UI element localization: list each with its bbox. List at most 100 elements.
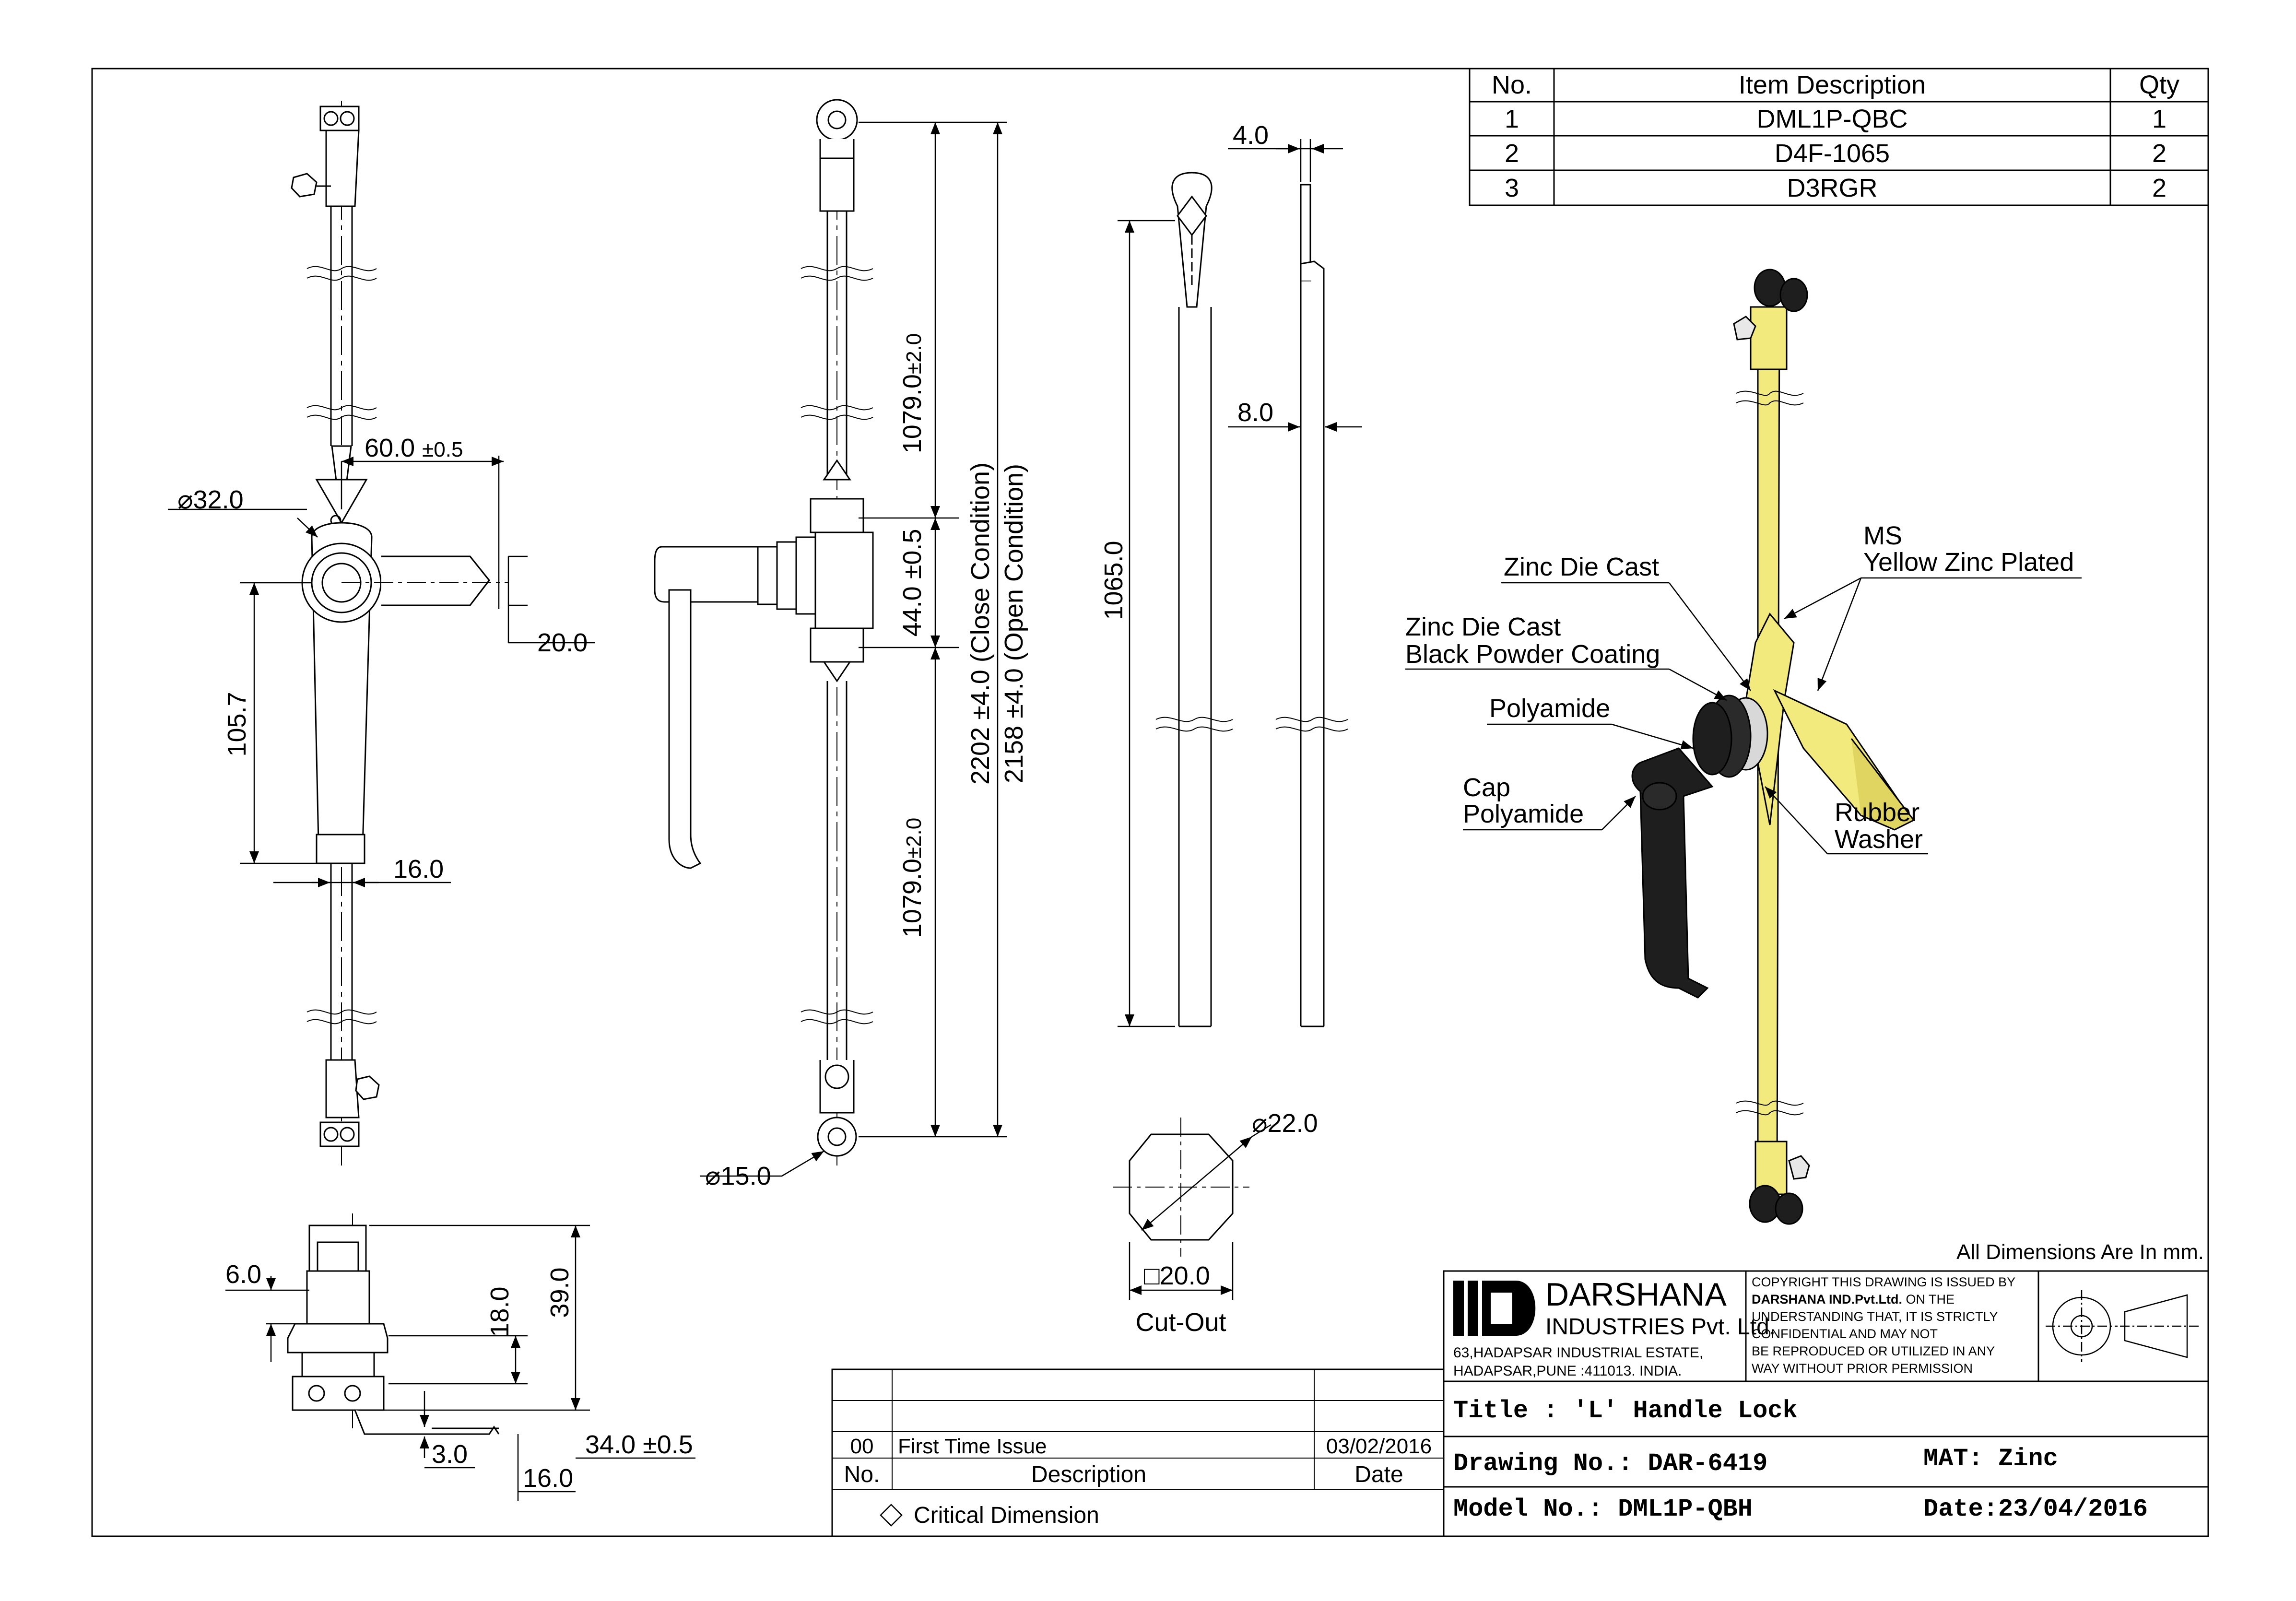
bom-row-1-desc: DML1P-QBC xyxy=(1756,105,1907,133)
isometric-callouts: MS Yellow Zinc Plated Zinc Die Cast Zinc… xyxy=(1405,521,2074,854)
company-sub: INDUSTRIES Pvt. Ltd. xyxy=(1545,1314,1776,1340)
critical-dimension-note: Critical Dimension xyxy=(914,1503,1099,1528)
dim-dia-32: 32.0 xyxy=(193,485,244,514)
company-logo xyxy=(1453,1281,1536,1336)
cutout-label: Cut-Out xyxy=(1135,1308,1226,1337)
dim-width-60: 60.0 xyxy=(365,434,415,462)
revision-block: 00 First Time Issue 03/02/2016 No. Descr… xyxy=(831,1368,1445,1537)
dim-height-1079-top-tol: ±2.0 xyxy=(902,333,926,374)
material: MAT: Zinc xyxy=(1923,1445,2058,1473)
dim-thickness-4: 4.0 xyxy=(1233,121,1269,150)
dim-total-open: 2158 ±4.0 (Open Condition) xyxy=(1000,464,1028,783)
svg-text:1079.0±2.0: 1079.0±2.0 xyxy=(898,818,927,938)
dim-height-105: 105.7 xyxy=(223,692,251,756)
bom-row-3-qty: 2 xyxy=(2152,174,2166,202)
revision-header-desc: Description xyxy=(1031,1462,1146,1487)
callout-washer: Washer xyxy=(1835,825,1923,854)
iso-top-fitting xyxy=(1750,306,1788,370)
callout-cap: Cap xyxy=(1463,773,1510,802)
bom-row-1-qty: 1 xyxy=(2152,105,2166,133)
callout-polyamide: Polyamide xyxy=(1489,694,1610,723)
callout-yellow-zinc: Yellow Zinc Plated xyxy=(1863,548,2074,577)
front-view-dim-text: ⌀32.0 60.0 ±0.5 20.0 105.7 16.0 xyxy=(177,434,588,883)
dim-square-20: 20.0 xyxy=(1160,1261,1210,1290)
drawing-number: Drawing No.: DAR-6419 xyxy=(1453,1449,1767,1478)
projection-symbol xyxy=(2046,1290,2202,1362)
callout-cap-polyamide: Polyamide xyxy=(1463,800,1584,828)
dim-dia-22: 22.0 xyxy=(1268,1109,1318,1138)
units-note: All Dimensions Are In mm. xyxy=(1956,1240,2204,1264)
dim-height-44: 44.0 ±0.5 xyxy=(898,529,927,637)
dim-height-1079-bottom: 1079.0 xyxy=(898,859,927,938)
callout-ms: MS xyxy=(1863,521,1902,550)
callout-black-powder: Black Powder Coating xyxy=(1405,640,1660,669)
dim-height-1079-top: 1079.0 xyxy=(898,374,927,453)
dim-width-60-tol: ±0.5 xyxy=(422,438,463,461)
side-view xyxy=(654,99,874,1165)
drawing-title: Title : 'L' Handle Lock xyxy=(1453,1397,1798,1425)
company-address-2: HADAPSAR,PUNE :411013. INDIA. xyxy=(1453,1363,1682,1379)
callout-rubber: Rubber xyxy=(1835,798,1919,827)
bom-table: No. Item Description Qty 1 DML1P-QBC 1 2… xyxy=(1469,68,2209,206)
company-name: DARSHANA xyxy=(1545,1276,1727,1313)
svg-text:UNDERSTANDING THAT, IT IS STRI: UNDERSTANDING THAT, IT IS STRICTLY xyxy=(1752,1309,1998,1324)
bom-row-3-no: 3 xyxy=(1505,174,1519,202)
revision-header-no: No. xyxy=(844,1462,880,1487)
dim-width-8: 8.0 xyxy=(1237,398,1273,427)
bom-row-3-desc: D3RGR xyxy=(1787,174,1877,202)
critical-diamond-icon xyxy=(880,1504,903,1527)
drawing-date: Date:23/04/2016 xyxy=(1923,1495,2148,1523)
svg-text:COPYRIGHT THIS DRAWING IS ISSU: COPYRIGHT THIS DRAWING IS ISSUED BY xyxy=(1752,1275,2015,1289)
svg-text:1079.0±2.0: 1079.0±2.0 xyxy=(898,333,927,454)
svg-text:⌀32.0: ⌀32.0 xyxy=(177,485,244,514)
dim-dia-15: 15.0 xyxy=(721,1162,771,1190)
rod-detail-view xyxy=(1155,172,1348,1027)
company-address-1: 63,HADAPSAR INDUSTRIAL ESTATE, xyxy=(1453,1345,1703,1361)
svg-text:BE REPRODUCED OR UTILIZED IN A: BE REPRODUCED OR UTILIZED IN ANY xyxy=(1752,1344,1995,1358)
copyright-notice: COPYRIGHT THIS DRAWING IS ISSUED BY DARS… xyxy=(1752,1275,2015,1376)
rod-detail-dimensions xyxy=(1118,139,1362,1027)
revision-row-no: 00 xyxy=(850,1435,874,1458)
dim-6: 6.0 xyxy=(225,1260,261,1289)
model-number: Model No.: DML1P-QBH xyxy=(1453,1495,1753,1523)
svg-text:CONFIDENTIAL AND MAY NOT: CONFIDENTIAL AND MAY NOT xyxy=(1752,1327,1938,1341)
isometric-leaders xyxy=(1405,577,2082,855)
bom-row-2-qty: 2 xyxy=(2152,139,2166,168)
cutout-view xyxy=(1113,1118,1272,1300)
front-view-dimensions xyxy=(168,456,595,887)
bom-row-1-no: 1 xyxy=(1505,105,1519,133)
bom-row-2-desc: D4F-1065 xyxy=(1775,139,1890,168)
bom-row-2-no: 2 xyxy=(1505,139,1519,168)
dim-34: 34.0 ±0.5 xyxy=(585,1430,693,1459)
dim-width-20: 20.0 xyxy=(537,628,588,657)
revision-header-date: Date xyxy=(1354,1462,1403,1487)
bottom-view-dim-text: 6.0 18.0 39.0 3.0 16.0 34.0 ±0.5 xyxy=(225,1260,693,1493)
bottom-view-dimensions xyxy=(225,1224,695,1501)
dim-3: 3.0 xyxy=(432,1440,468,1469)
cutout-dim-text: ⌀22.0 □20.0 Cut-Out xyxy=(1135,1109,1318,1337)
bom-header-desc: Item Description xyxy=(1739,71,1926,99)
dim-height-1079-bottom-tol: ±2.0 xyxy=(902,818,926,859)
bom-header-no: No. xyxy=(1492,71,1532,99)
isometric-view xyxy=(1631,269,1915,1225)
svg-text:⌀22.0: ⌀22.0 xyxy=(1252,1109,1318,1138)
iso-pivot xyxy=(1745,612,1795,825)
bom-header-qty: Qty xyxy=(2139,71,2179,99)
callout-zinc-die-cast-2: Zinc Die Cast xyxy=(1405,612,1561,641)
revision-row-desc: First Time Issue xyxy=(898,1435,1047,1458)
dim-18: 18.0 xyxy=(485,1286,514,1337)
callout-zinc-die-cast: Zinc Die Cast xyxy=(1504,553,1659,581)
side-view-dim-text: 1079.0±2.0 44.0 ±0.5 1079.0±2.0 2202 ±4.… xyxy=(705,333,1028,1190)
title-block: DARSHANA INDUSTRIES Pvt. Ltd. 63,HADAPSA… xyxy=(1443,1270,2209,1537)
revision-row-date: 03/02/2016 xyxy=(1326,1435,1432,1458)
iso-handle xyxy=(1631,747,1714,999)
svg-text:WAY WITHOUT PRIOR PERMISSION: WAY WITHOUT PRIOR PERMISSION xyxy=(1752,1361,1973,1376)
svg-text:60.0 ±0.5: 60.0 ±0.5 xyxy=(365,434,463,462)
dim-total-close: 2202 ±4.0 (Close Condition) xyxy=(966,462,995,785)
rod-detail-dim-text: 4.0 8.0 1065.0 xyxy=(1099,121,1273,620)
dim-height-1065: 1065.0 xyxy=(1099,541,1128,620)
side-view-dimensions xyxy=(700,121,1007,1177)
bottom-view xyxy=(287,1213,500,1435)
front-view xyxy=(291,101,508,1165)
